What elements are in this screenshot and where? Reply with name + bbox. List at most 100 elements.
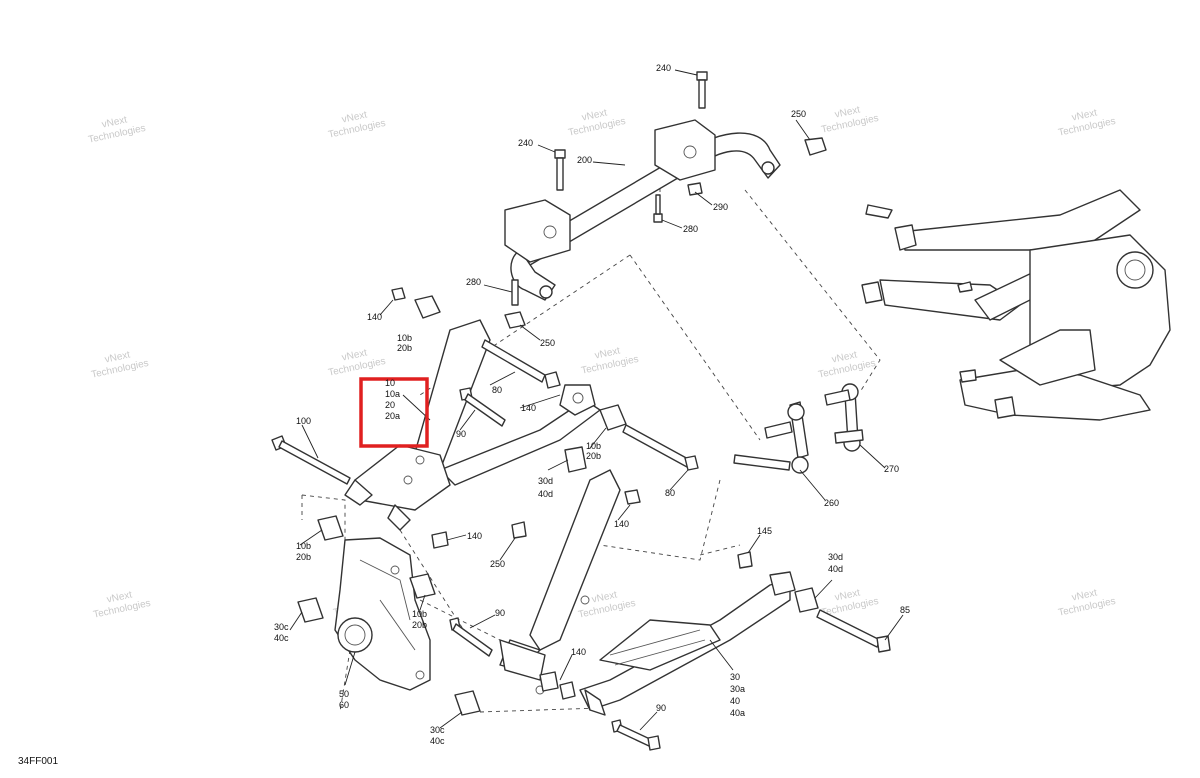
callout-30: 30 — [730, 672, 740, 682]
figure-id-label: 34FF001 — [18, 756, 58, 767]
callout-280-right: 280 — [683, 224, 698, 234]
watermark-vnext: vNext — [341, 347, 369, 363]
assembled-suspension-right — [861, 189, 1171, 421]
callout-40c-b: 40c — [430, 736, 445, 746]
bushing-icon — [564, 446, 587, 473]
nut-icon — [504, 311, 526, 329]
callout-10b-d: 10b — [412, 609, 427, 619]
callout-40c-a: 40c — [274, 633, 289, 643]
callout-145: 145 — [757, 526, 772, 536]
bushing-icon — [794, 587, 819, 613]
callout-20b-a: 20b — [397, 343, 412, 353]
highlighted-part-callout[interactable]: 10 10a 20 20a — [359, 377, 429, 448]
callout-90-a: 90 — [456, 429, 466, 439]
callout-200: 200 — [577, 155, 592, 165]
nut-icon — [684, 455, 699, 471]
wheel-knuckle — [334, 537, 431, 691]
highlight-label-10a: 10a — [385, 389, 400, 399]
callout-50: 50 — [339, 689, 349, 699]
callout-250-mid: 250 — [540, 338, 555, 348]
watermark-vnext: vNext — [581, 107, 609, 123]
bolt-head-icon — [696, 71, 708, 81]
upper-trailing-arm — [344, 319, 601, 531]
watermark-vnext: vNext — [106, 589, 134, 605]
knuckle-bushings — [297, 515, 481, 716]
callout-90-c: 90 — [656, 703, 666, 713]
callout-20b-c: 20b — [296, 552, 311, 562]
watermarks: vNext Technologies vNext Technologies vN… — [87, 104, 1116, 620]
nut-icon — [511, 521, 527, 539]
callout-40: 40 — [730, 696, 740, 706]
watermark-vnext: vNext — [101, 114, 129, 130]
callout-40d-a: 40d — [538, 489, 553, 499]
callout-240-left: 240 — [518, 138, 533, 148]
bushing-icon — [599, 404, 627, 431]
fasteners-upper-arm — [271, 287, 699, 549]
watermark-vnext: vNext — [831, 349, 859, 365]
callout-100: 100 — [296, 416, 311, 426]
bushing-icon — [894, 224, 917, 251]
highlight-label-10: 10 — [385, 378, 395, 388]
nut-icon — [544, 371, 561, 389]
bushing-icon — [297, 597, 324, 623]
nut-icon — [647, 735, 661, 751]
bolt-head-icon — [554, 149, 566, 159]
callout-10b-c: 10b — [296, 541, 311, 551]
nut-icon — [804, 137, 827, 156]
fasteners-lower-arm — [449, 521, 891, 751]
watermark-vnext: vNext — [104, 349, 132, 365]
callout-280-left: 280 — [466, 277, 481, 287]
leader-lines — [289, 69, 904, 731]
callout-250-low: 250 — [490, 559, 505, 569]
bar-bushing-left — [504, 199, 571, 263]
callout-30d-a: 30d — [538, 476, 553, 486]
bushing-icon — [454, 690, 481, 716]
bar-bushing-right — [654, 119, 716, 181]
callout-40d-b: 40d — [828, 564, 843, 574]
highlight-label-20: 20 — [385, 400, 395, 410]
bolt-head-icon — [876, 635, 891, 653]
callout-80-a: 80 — [492, 385, 502, 395]
nut-icon — [391, 287, 406, 301]
callout-80-b: 80 — [665, 488, 675, 498]
watermark-vnext: vNext — [834, 587, 862, 603]
callout-290: 290 — [713, 202, 728, 212]
bushing-icon — [409, 573, 436, 599]
callout-20b-b: 20b — [586, 451, 601, 461]
callout-240-top: 240 — [656, 63, 671, 73]
stabilizer-bar — [504, 119, 781, 301]
callout-20b-d: 20b — [412, 620, 427, 630]
watermark-vnext: vNext — [1071, 107, 1099, 123]
callout-140-c: 140 — [614, 519, 629, 529]
callout-140-d: 140 — [467, 531, 482, 541]
callout-60: 60 — [339, 700, 349, 710]
nut-icon — [431, 531, 449, 549]
bushing-icon — [414, 295, 441, 319]
nut-icon — [539, 671, 559, 692]
callout-260: 260 — [824, 498, 839, 508]
bolt-head-icon — [653, 213, 663, 223]
callout-10b-a: 10b — [397, 333, 412, 343]
bushing-icon — [861, 281, 883, 304]
watermark-vnext: vNext — [834, 104, 862, 120]
nut-icon — [687, 182, 703, 196]
highlight-label-20a: 20a — [385, 411, 400, 421]
fasteners-top — [504, 71, 827, 329]
bushing-icon — [994, 396, 1016, 419]
callout-30c-a: 30c — [274, 622, 289, 632]
callout-270: 270 — [884, 464, 899, 474]
nut-icon — [624, 489, 641, 505]
callout-85: 85 — [900, 605, 910, 615]
callout-30a: 30a — [730, 684, 745, 694]
callout-10b-b: 10b — [586, 441, 601, 451]
sway-bar-links — [733, 383, 864, 474]
callout-30c-b: 30c — [430, 725, 445, 735]
watermark-vnext: vNext — [591, 589, 619, 605]
bushing-icon — [317, 515, 344, 541]
highlight-box[interactable] — [359, 377, 429, 448]
callout-140-e: 140 — [571, 647, 586, 657]
callout-140-a: 140 — [367, 312, 382, 322]
nut-icon — [559, 681, 576, 700]
callout-140-b: 140 — [521, 403, 536, 413]
